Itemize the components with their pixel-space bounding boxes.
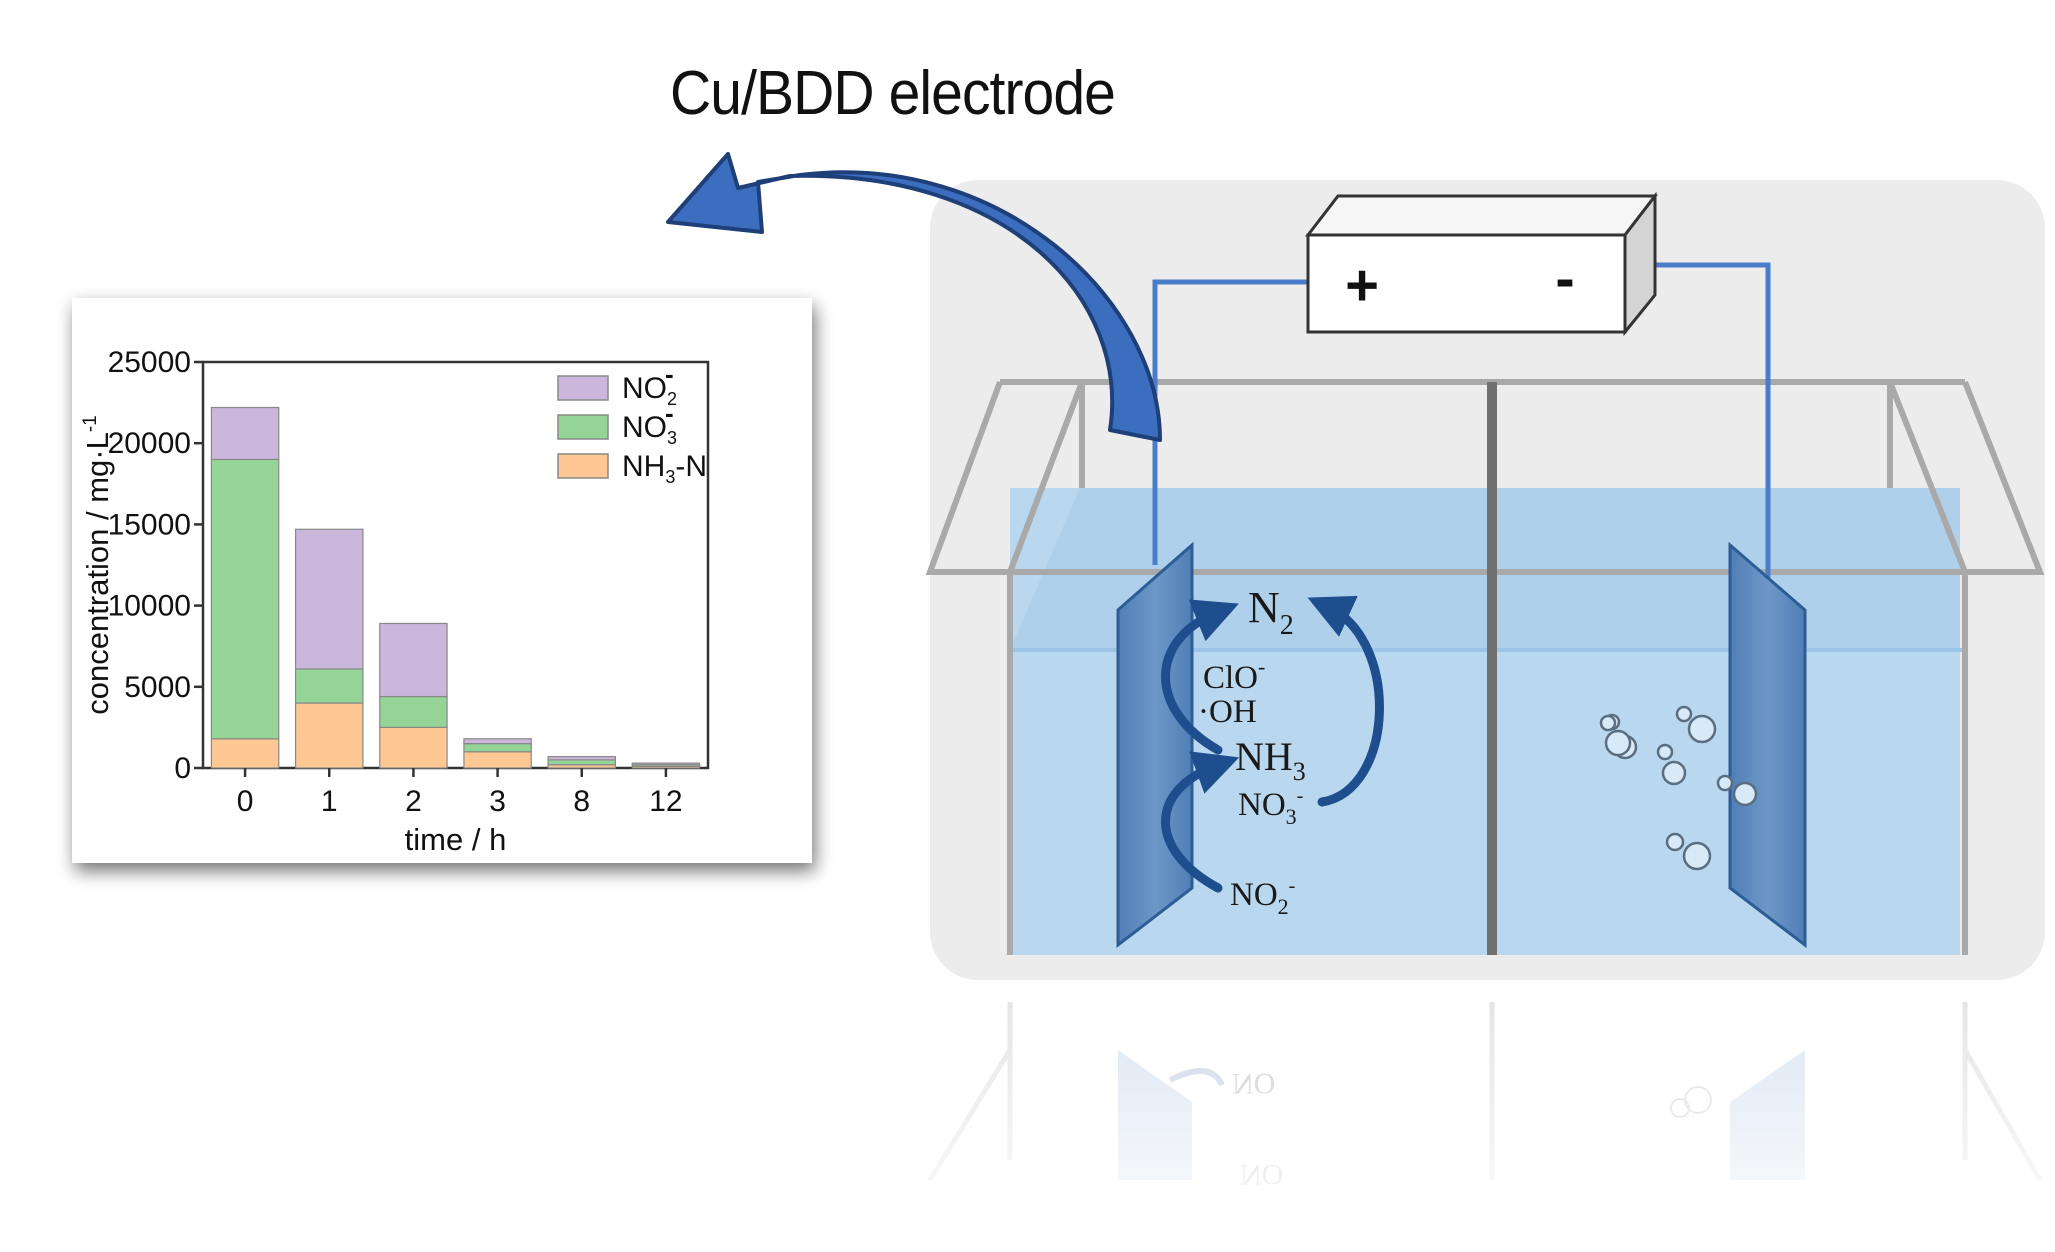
bar-3-series-1 [463,743,532,753]
anode-cu-bdd-electrode [1116,541,1194,949]
label-no2: NO2- [1230,875,1295,919]
reaction-arrows [1161,595,1384,893]
label-n2: N2 [1248,583,1294,641]
anode-wire [1152,279,1308,565]
legend-label-1: NO3- [622,398,677,448]
arrow-no3-to-n2-right [1307,595,1384,807]
bar-0-series-1 [210,458,280,740]
y-tick-label-2: 10000 [108,590,191,623]
power-supply: + - [1304,191,1659,337]
x-tick-label-2: 2 [405,785,422,818]
gas-bubbles [1599,705,1758,871]
x-axis-label: time / h [405,822,507,857]
legend-swatch-2 [557,453,609,479]
label-nh3: NH3 [1235,734,1306,786]
y-tick-label-5: 25000 [108,346,191,379]
bar-1-series-0 [294,702,364,769]
tank-frame [925,379,2045,955]
y-tick-label-1: 5000 [124,671,191,704]
bar-1-series-1 [294,668,364,704]
x-tick-label-4: 8 [573,785,590,818]
bar-2-series-0 [379,726,448,769]
x-tick-label-1: 1 [321,785,338,818]
positive-terminal: + [1345,253,1379,318]
arrow-no2-to-nh3 [1161,751,1240,893]
cell-reflection: NO NO [900,990,2055,1252]
y-tick-label-0: 0 [174,752,191,785]
bar-3-series-0 [463,751,532,769]
plot-frame [201,360,710,770]
bar-0-series-0 [210,738,280,769]
curved-pointer-arrow [666,152,1162,442]
bar-0-series-2 [210,406,280,461]
x-tick-label-0: 0 [237,785,254,818]
bar-12-series-2 [631,762,701,766]
legend-label-0: NO2- [622,359,677,409]
legend-swatch-0 [557,375,609,401]
legend-swatch-1 [557,414,609,440]
diagram-title: Cu/BDD electrode [670,59,1116,128]
electrochemical-cell: + - N2 ClO- ·OH NH3 NO3- NO2- [925,180,2045,980]
cathode-electrode [1728,541,1807,949]
bar-8-series-2 [547,756,617,761]
label-oh-radical: ·OH [1198,694,1257,730]
x-tick-label-3: 3 [489,785,506,818]
arrow-nh3-to-n2-left [1161,599,1239,755]
legend-label-2: NH3-N [622,450,707,487]
cathode-wire [1635,262,1771,578]
bar-2-series-2 [379,622,448,698]
label-no3: NO3- [1238,785,1303,829]
y-tick-label-4: 20000 [108,427,191,460]
negative-terminal: - [1555,246,1574,311]
bar-1-series-2 [294,528,364,670]
bar-3-series-2 [463,738,532,745]
label-clo: ClO- [1203,654,1265,696]
bar-8-series-1 [547,759,617,766]
y-axis-label: concentration / mg·L-1 [80,415,115,715]
x-tick-label-5: 12 [649,785,682,818]
y-tick-label-3: 15000 [108,508,191,541]
bar-2-series-1 [379,695,448,729]
